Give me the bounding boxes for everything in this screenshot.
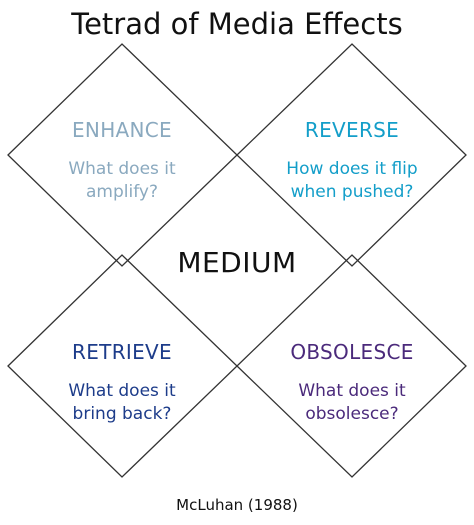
- obsolesce-diamond: [236, 254, 467, 478]
- obsolesce-heading: OBSOLESCE: [290, 340, 414, 364]
- citation: McLuhan (1988): [176, 496, 298, 514]
- retrieve-diamond: [7, 254, 238, 478]
- obsolesce-question: What does it obsolesce?: [298, 381, 406, 424]
- diagram-title: Tetrad of Media Effects: [71, 7, 403, 41]
- medium-label: MEDIUM: [177, 246, 297, 279]
- retrieve-question: What does it bring back?: [68, 381, 176, 424]
- reverse-question: How does it flip when pushed?: [286, 159, 418, 202]
- retrieve-heading: RETRIEVE: [72, 340, 172, 364]
- enhance-heading: ENHANCE: [72, 118, 172, 142]
- reverse-heading: REVERSE: [304, 118, 400, 142]
- enhance-diamond: [7, 43, 238, 267]
- reverse-diamond: [236, 43, 467, 267]
- enhance-question: What does it amplify?: [68, 159, 176, 202]
- diamond-outlines: [7, 43, 467, 478]
